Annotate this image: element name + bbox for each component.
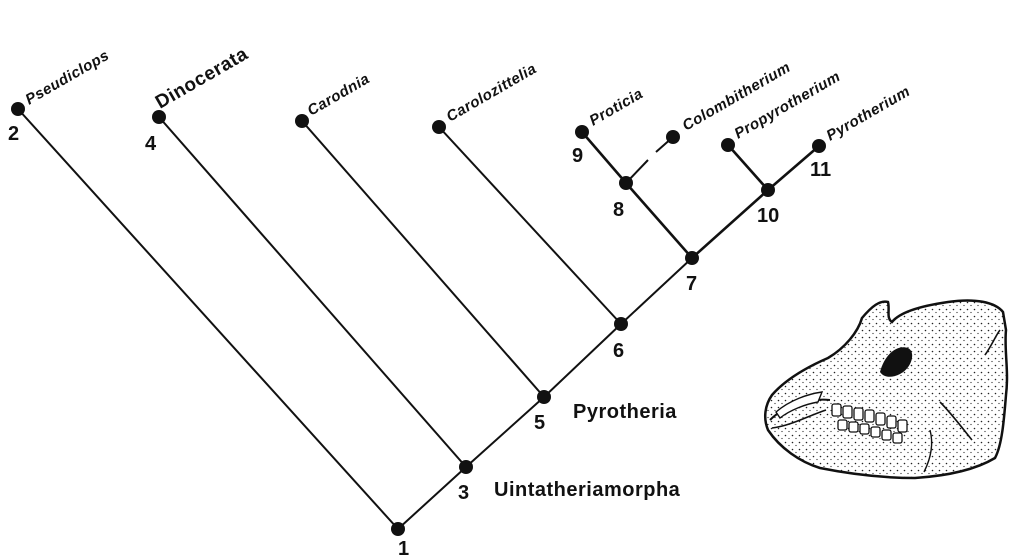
node-1 (391, 522, 405, 536)
node-colombitherium (666, 130, 680, 144)
skull-illustration (765, 300, 1007, 478)
node-3 (459, 460, 473, 474)
node-label-2: 2 (8, 123, 19, 145)
node-carodnia (295, 114, 309, 128)
taxon-pseudiclops: Pseudiclops (23, 47, 113, 109)
taxon-dinocerata: Dinocerata (152, 44, 252, 114)
node-carolozittelia (432, 120, 446, 134)
taxon-pyrotherium: Pyrotherium (824, 83, 914, 145)
node-9 (575, 125, 589, 139)
node-label-5: 5 (534, 412, 545, 434)
node-label-9: 9 (572, 145, 583, 167)
node-7 (685, 251, 699, 265)
taxon-carodnia: Carodnia (305, 70, 373, 119)
node-10 (761, 183, 775, 197)
clade-pyrotheria: Pyrotheria (573, 401, 677, 423)
node-label-1: 1 (398, 538, 409, 559)
node-label-3: 3 (458, 482, 469, 504)
branch-6-carolozittelia (439, 127, 621, 324)
node-11 (812, 139, 826, 153)
clade-uintatheriamorpha: Uintatheriamorpha (494, 479, 681, 501)
node-2 (11, 102, 25, 116)
taxon-proticia: Proticia (587, 85, 647, 129)
node-5 (537, 390, 551, 404)
branch-5-6 (544, 324, 621, 397)
node-label-10: 10 (757, 205, 779, 227)
node-6 (614, 317, 628, 331)
branch-1-3 (398, 467, 466, 529)
node-label-8: 8 (613, 199, 624, 221)
branch-3-5 (466, 397, 544, 467)
taxon-carolozittelia: Carolozittelia (444, 60, 540, 125)
branch-6-7 (621, 258, 692, 324)
node-propyrotherium (721, 138, 735, 152)
branch-7-8 (626, 183, 692, 258)
branch-8-9 (582, 132, 626, 183)
taxon-colombitherium: Colombitherium (680, 59, 794, 135)
node-label-4: 4 (145, 133, 157, 155)
branch-10-propyrotherium (728, 145, 768, 190)
branch-3-4 (159, 117, 466, 467)
node-label-11: 11 (810, 159, 831, 181)
node-8 (619, 176, 633, 190)
node-label-7: 7 (686, 273, 697, 295)
node-label-6: 6 (613, 340, 624, 362)
branch-5-carodnia (302, 121, 544, 397)
